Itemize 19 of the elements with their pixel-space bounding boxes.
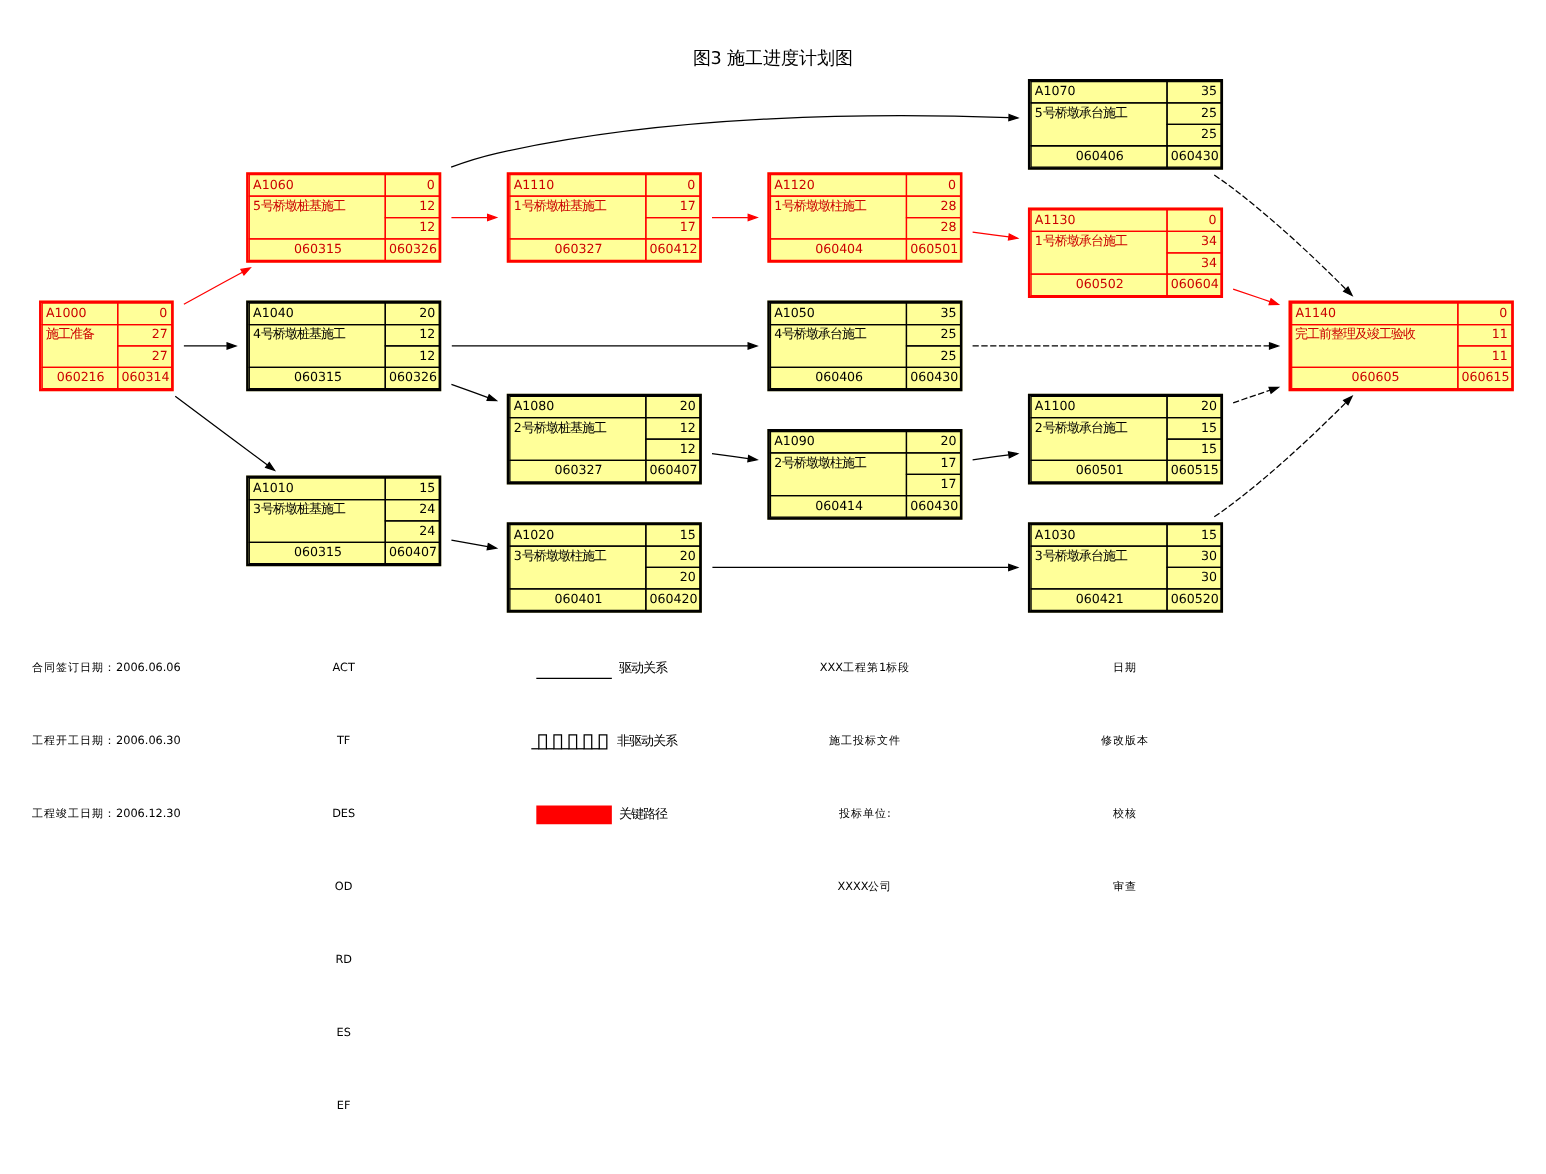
- arrow: [450, 213, 499, 222]
- arrow: [183, 341, 238, 350]
- arrow: [450, 383, 499, 402]
- arrow: [1213, 395, 1354, 518]
- arrow: [711, 563, 1020, 572]
- arrow: [1232, 288, 1281, 306]
- arrow: [451, 341, 759, 350]
- arrow: [711, 453, 759, 463]
- arrow: [972, 231, 1020, 241]
- arrow: [711, 213, 759, 222]
- arrow: [183, 267, 252, 305]
- arrow: [450, 539, 499, 551]
- arrow: [972, 451, 1020, 461]
- diagram-title: 图3 施工进度计划图: [692, 50, 854, 71]
- arrow: [450, 113, 1020, 168]
- arrow: [1213, 174, 1354, 297]
- arrow: [174, 395, 277, 472]
- arrow: [971, 341, 1281, 350]
- arrow: [1232, 386, 1281, 404]
